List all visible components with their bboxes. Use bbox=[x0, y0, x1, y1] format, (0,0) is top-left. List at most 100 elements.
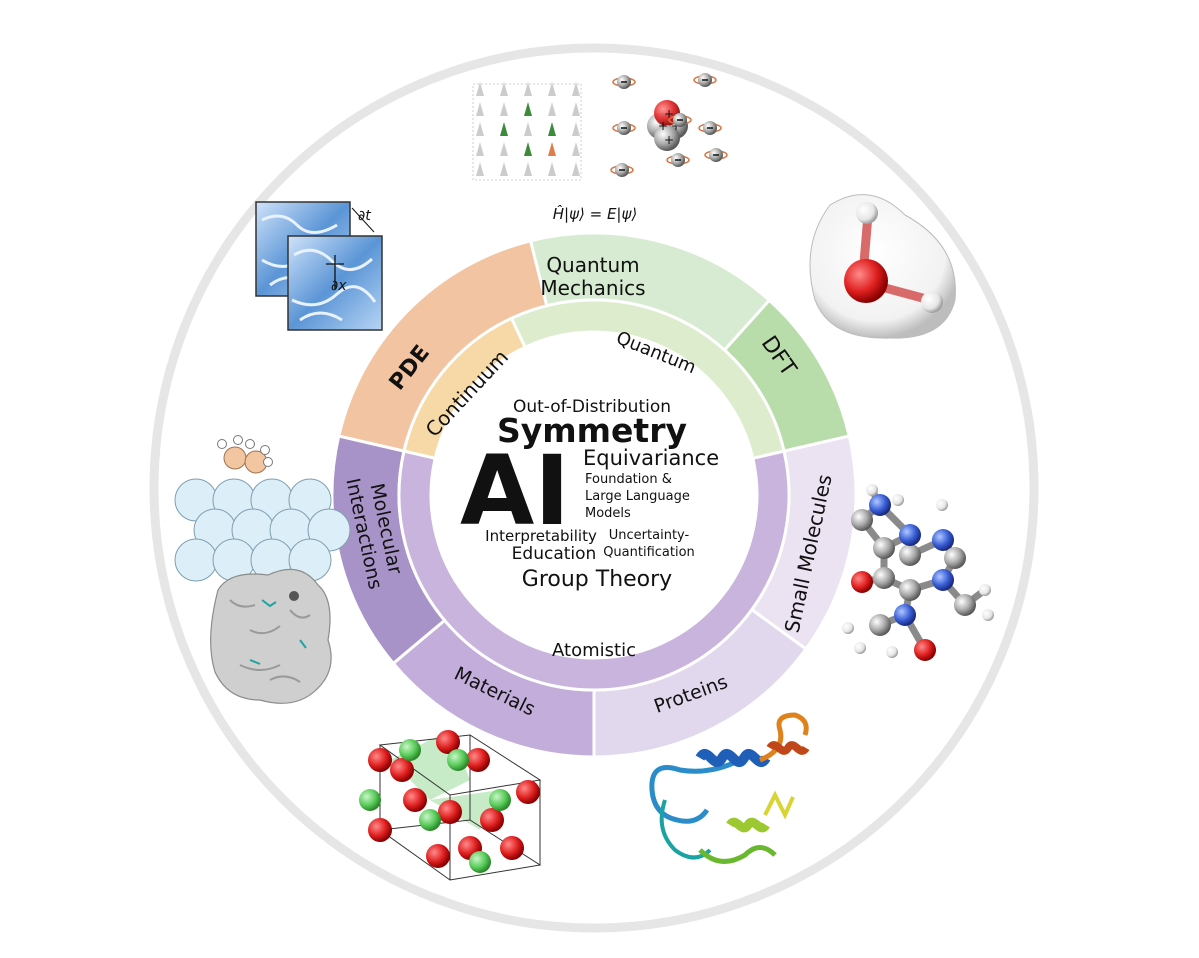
spin-arrow bbox=[500, 122, 508, 136]
metal-atom bbox=[469, 851, 491, 873]
carbon-atom bbox=[944, 547, 966, 569]
spin-arrow bbox=[524, 162, 532, 176]
nitrogen-atom bbox=[894, 604, 916, 626]
oxygen-atom bbox=[500, 836, 524, 860]
label-qm-2: Mechanics bbox=[540, 276, 645, 300]
metal-atom bbox=[447, 749, 469, 771]
spin-lattice-illustration bbox=[472, 82, 582, 181]
spin-arrow bbox=[572, 122, 580, 136]
crystal-structure-illustration bbox=[359, 730, 542, 881]
center-interpretability: Interpretability bbox=[485, 527, 597, 545]
oxygen-atom bbox=[438, 800, 462, 824]
surface-atom bbox=[174, 538, 218, 582]
water-molecule-illustration bbox=[809, 194, 956, 339]
center-group-theory: Group Theory bbox=[522, 567, 672, 592]
hydrogen-atom bbox=[866, 484, 878, 496]
hydrogen-atom bbox=[982, 609, 994, 621]
spin-arrow bbox=[524, 82, 532, 96]
hydrogen-atom bbox=[892, 494, 904, 506]
nitrogen-atom bbox=[932, 569, 954, 591]
oxygen-atom bbox=[368, 748, 392, 772]
pde-dt-label: ∂t bbox=[358, 208, 371, 224]
hydrogen-atom bbox=[979, 584, 991, 596]
oxygen-atom bbox=[403, 788, 427, 812]
hydrogen-atom bbox=[936, 499, 948, 511]
nitrogen-atom bbox=[932, 529, 954, 551]
quantum-particles-illustration: + + + + bbox=[610, 73, 728, 177]
caffeine-molecule-illustration bbox=[842, 484, 994, 661]
hydrogen-atom bbox=[886, 646, 898, 658]
center-disc bbox=[431, 332, 757, 658]
carbon-atom bbox=[851, 509, 873, 531]
hydrogen-atom bbox=[217, 439, 227, 449]
hydrogen-atom bbox=[854, 642, 866, 654]
pde-dx-label: ∂x bbox=[331, 278, 347, 294]
outer-circle bbox=[149, 43, 1039, 933]
center-uncertainty-1: Uncertainty- bbox=[609, 528, 690, 543]
center-equivariance: Equivariance bbox=[583, 446, 719, 470]
spin-arrow bbox=[476, 142, 484, 156]
metal-atom bbox=[419, 809, 441, 831]
carbon-atom bbox=[954, 594, 976, 616]
svg-text:+: + bbox=[671, 119, 681, 133]
center-foundation-2: Large Language bbox=[585, 489, 690, 504]
spin-arrow bbox=[524, 122, 532, 136]
schrodinger-equation: Ĥ|ψ⟩ = E|ψ⟩ bbox=[553, 204, 637, 223]
metal-atom bbox=[399, 739, 421, 761]
spin-arrow bbox=[500, 82, 508, 96]
oxygen-atom bbox=[466, 748, 490, 772]
hydrogen-atom bbox=[263, 457, 273, 467]
center-foundation-3: Models bbox=[585, 506, 631, 521]
oxygen-atom bbox=[426, 844, 450, 868]
label-atomistic: Atomistic bbox=[552, 640, 636, 661]
oxygen-atom bbox=[914, 639, 936, 661]
svg-text:+: + bbox=[658, 119, 668, 133]
spin-arrow bbox=[572, 82, 580, 96]
surface-adsorption-illustration bbox=[174, 435, 351, 582]
carbon-atom bbox=[869, 614, 891, 636]
protein-ribbon-illustration bbox=[649, 712, 810, 864]
carbon-atom bbox=[899, 579, 921, 601]
spin-arrow bbox=[572, 162, 580, 176]
spin-arrow bbox=[476, 162, 484, 176]
oxygen-atom bbox=[436, 730, 460, 754]
center-ood: Out-of-Distribution bbox=[513, 397, 671, 417]
nitrogen-atom bbox=[869, 494, 891, 516]
pde-fluid-illustration: ∂x ∂t bbox=[255, 201, 383, 331]
adsorbate-atom bbox=[223, 446, 247, 470]
spin-arrow bbox=[476, 122, 484, 136]
center-ai: AI bbox=[460, 435, 570, 547]
carbon-atom bbox=[873, 567, 895, 589]
oxygen-atom bbox=[368, 818, 392, 842]
oxygen-atom bbox=[851, 571, 873, 593]
hydrogen-atom bbox=[260, 445, 270, 455]
oxygen-atom bbox=[390, 758, 414, 782]
protein-surface-illustration bbox=[210, 568, 332, 704]
spin-arrow bbox=[548, 122, 556, 136]
carbon-atom bbox=[899, 544, 921, 566]
svg-text:+: + bbox=[664, 133, 674, 147]
hydrogen-atom bbox=[245, 439, 255, 449]
spin-arrow bbox=[572, 142, 580, 156]
hydrogen-atom bbox=[233, 435, 243, 445]
metal-atom bbox=[489, 789, 511, 811]
label-qm-1: Quantum bbox=[546, 253, 639, 277]
hydrogen-atom bbox=[842, 622, 854, 634]
oxygen-atom bbox=[516, 780, 540, 804]
spin-arrow bbox=[572, 102, 580, 116]
spin-arrow bbox=[500, 162, 508, 176]
center-education: Education bbox=[512, 544, 597, 564]
spin-arrow bbox=[500, 142, 508, 156]
spin-arrow bbox=[548, 82, 556, 96]
svg-text:+: + bbox=[664, 107, 674, 121]
spin-arrow bbox=[548, 102, 556, 116]
metal-atom bbox=[359, 789, 381, 811]
spin-arrow bbox=[476, 102, 484, 116]
nitrogen-atom bbox=[899, 524, 921, 546]
inner-ring bbox=[397, 298, 791, 692]
spin-arrow bbox=[500, 102, 508, 116]
spin-arrow bbox=[548, 142, 556, 156]
spin-arrow bbox=[524, 102, 532, 116]
